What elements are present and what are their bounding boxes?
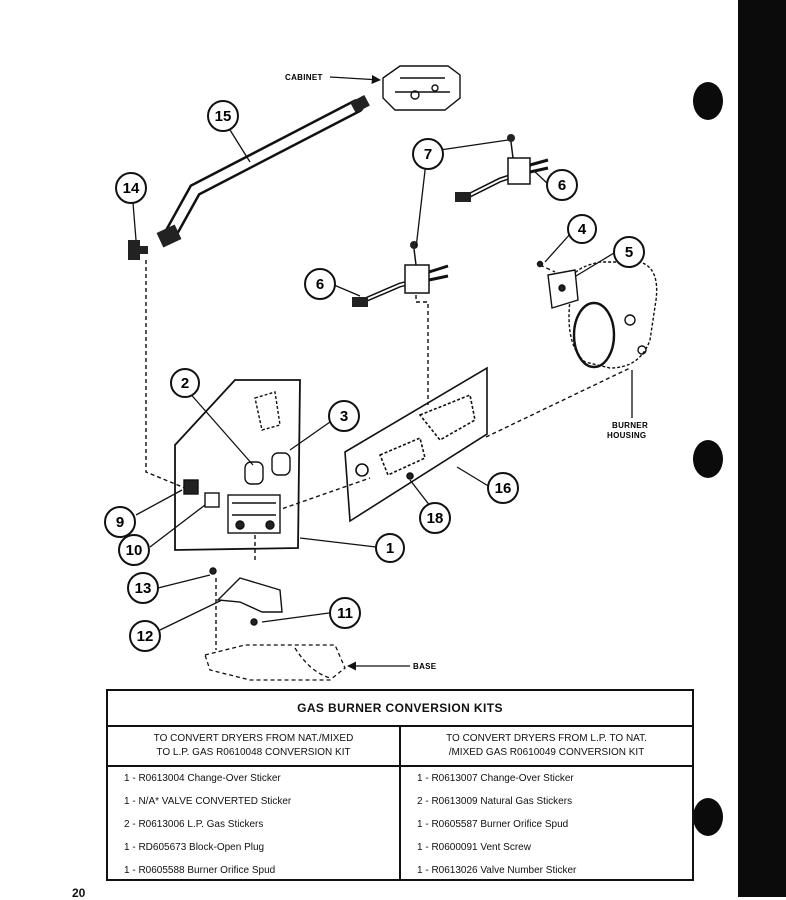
svg-text:12: 12 bbox=[137, 628, 154, 645]
base-label: BASE bbox=[413, 662, 437, 671]
cabinet-label: CABINET bbox=[285, 73, 323, 82]
svg-text:15: 15 bbox=[215, 108, 232, 125]
left-kit-header: TO CONVERT DRYERS FROM NAT./MIXED TO L.P… bbox=[108, 727, 399, 767]
base-part bbox=[204, 644, 346, 681]
svg-text:3: 3 bbox=[340, 408, 348, 425]
right-kit-row: 1 - R0600091 Vent Screw bbox=[417, 842, 531, 853]
binder-hole-middle bbox=[693, 440, 723, 478]
svg-text:9: 9 bbox=[116, 514, 124, 531]
right-kit-column: TO CONVERT DRYERS FROM L.P. TO NAT. /MIX… bbox=[399, 727, 692, 881]
svg-text:6: 6 bbox=[316, 276, 324, 293]
callout-11: 11 bbox=[329, 597, 361, 629]
gas-pipe bbox=[156, 94, 370, 248]
callout-2: 2 bbox=[170, 368, 200, 398]
left-kit-row: 1 - RD605673 Block-Open Plug bbox=[124, 842, 265, 853]
callout-13: 13 bbox=[127, 572, 159, 604]
callouts: 15 14 7 6 6 4 5 2 3 16 18 1 9 10 13 12 1… bbox=[104, 100, 645, 652]
svg-text:4: 4 bbox=[578, 221, 587, 238]
burner-housing-label-line1: BURNER bbox=[612, 421, 648, 430]
gas-valve-assembly bbox=[174, 379, 301, 551]
valve-bracket-panel bbox=[344, 366, 488, 523]
callout-3: 3 bbox=[328, 400, 360, 432]
callout-16: 16 bbox=[487, 472, 519, 504]
callout-1: 1 bbox=[375, 533, 405, 563]
binder-hole-top bbox=[693, 82, 723, 120]
svg-text:16: 16 bbox=[495, 480, 512, 497]
callout-10: 10 bbox=[118, 534, 150, 566]
callout-6-lower: 6 bbox=[304, 268, 336, 300]
svg-text:10: 10 bbox=[126, 542, 143, 559]
mounting-bracket bbox=[209, 567, 283, 626]
right-kit-row: 1 - R0605587 Burner Orifice Spud bbox=[417, 819, 569, 830]
callout-7: 7 bbox=[412, 138, 444, 170]
pipe-clip bbox=[128, 240, 148, 260]
svg-text:18: 18 bbox=[427, 510, 444, 527]
left-kit-row: 1 - R0613004 Change-Over Sticker bbox=[124, 773, 281, 784]
svg-text:11: 11 bbox=[337, 605, 353, 622]
left-kit-row: 1 - N/A* VALVE CONVERTED Sticker bbox=[124, 796, 292, 807]
callout-5: 5 bbox=[613, 236, 645, 268]
table-title: GAS BURNER CONVERSION KITS bbox=[108, 691, 692, 727]
left-kit-column: TO CONVERT DRYERS FROM NAT./MIXED TO L.P… bbox=[108, 727, 399, 881]
svg-text:7: 7 bbox=[424, 146, 432, 163]
callout-12: 12 bbox=[129, 620, 161, 652]
callout-18: 18 bbox=[419, 502, 451, 534]
svg-text:14: 14 bbox=[123, 180, 140, 197]
page-number: 20 bbox=[72, 886, 86, 900]
right-kit-header: TO CONVERT DRYERS FROM L.P. TO NAT. /MIX… bbox=[401, 727, 692, 767]
assembly-lines bbox=[145, 260, 631, 650]
callout-15: 15 bbox=[207, 100, 239, 132]
callout-leaders bbox=[132, 129, 615, 631]
right-kit-row: 1 - R0613007 Change-Over Sticker bbox=[417, 773, 574, 784]
svg-text:1: 1 bbox=[386, 540, 394, 557]
burner-housing-label-line2: HOUSING bbox=[607, 431, 646, 440]
conversion-kits-table: GAS BURNER CONVERSION KITS TO CONVERT DR… bbox=[106, 689, 694, 881]
svg-text:2: 2 bbox=[181, 375, 189, 392]
callout-14: 14 bbox=[115, 172, 147, 204]
right-kit-row: 2 - R0613009 Natural Gas Stickers bbox=[417, 796, 573, 807]
svg-text:13: 13 bbox=[135, 580, 152, 597]
callout-9: 9 bbox=[104, 506, 136, 538]
callout-4: 4 bbox=[567, 214, 597, 244]
binder-hole-bottom bbox=[693, 798, 723, 836]
callout-6-upper: 6 bbox=[546, 169, 578, 201]
burner-housing bbox=[536, 260, 658, 369]
binder-edge bbox=[738, 0, 786, 897]
wire-harness-upper bbox=[455, 134, 549, 202]
right-kit-row: 1 - R0613026 Valve Number Sticker bbox=[417, 865, 577, 876]
left-kit-row: 1 - R0605588 Burner Orifice Spud bbox=[124, 865, 276, 876]
left-kit-row: 2 - R0613006 L.P. Gas Stickers bbox=[124, 819, 264, 830]
svg-text:6: 6 bbox=[558, 177, 566, 194]
svg-text:5: 5 bbox=[625, 244, 633, 261]
wire-harness-lower bbox=[352, 241, 449, 307]
cabinet-part bbox=[382, 65, 461, 111]
